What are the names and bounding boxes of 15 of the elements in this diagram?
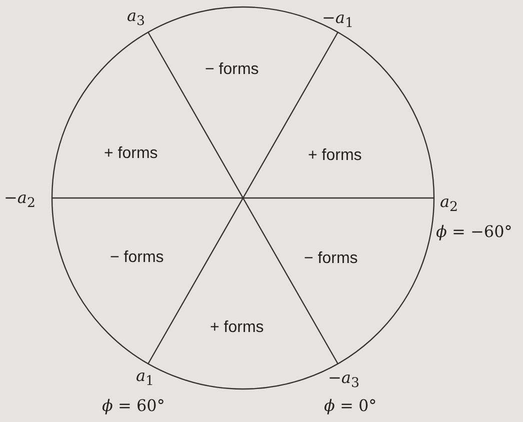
- axis-label: ϕ = −60°: [436, 224, 512, 240]
- sector-label: + forms: [308, 148, 362, 164]
- sector-label: + forms: [210, 320, 264, 336]
- axis-label: ϕ = 60°: [102, 398, 165, 414]
- sector-label: + forms: [104, 146, 158, 162]
- axis-label: a$_{1}$: [136, 368, 154, 389]
- sector-label: − forms: [205, 62, 259, 78]
- axis-label: a$_{2}$: [440, 194, 458, 215]
- axis-label: −a$_{2}$: [4, 190, 36, 211]
- sector-label: − forms: [304, 251, 358, 267]
- axis-label: −a$_{3}$: [328, 370, 360, 391]
- sector-label: − forms: [110, 250, 164, 266]
- axis-label: a$_{3}$: [127, 8, 146, 29]
- axis-label: ϕ = 0°: [324, 398, 377, 414]
- axis-label: −a$_{1}$: [322, 10, 354, 31]
